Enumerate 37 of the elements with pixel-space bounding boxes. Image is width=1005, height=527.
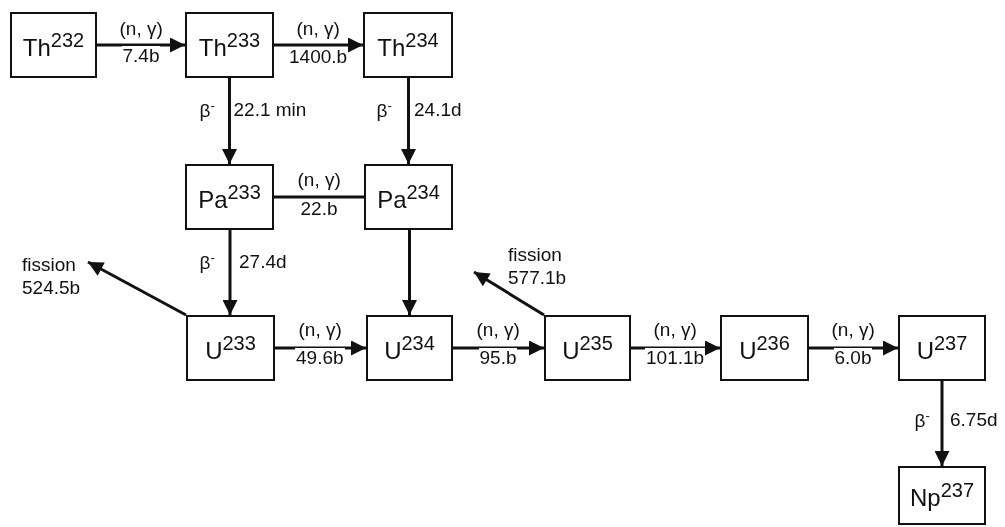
- nuclide-box: [185, 12, 274, 78]
- nuclide-symbol: U$^{236}$: [739, 331, 790, 365]
- arrow: [401, 78, 416, 164]
- nuclide-box: [10, 12, 97, 78]
- nuclide-symbol: U$^{233}$: [205, 331, 256, 365]
- arrow: [222, 78, 237, 164]
- arrow: [402, 230, 417, 315]
- nuclide-symbol: Pa$^{234}$: [377, 180, 440, 214]
- nuclide-box: [363, 12, 453, 78]
- nuclide-symbol: U$^{235}$: [562, 331, 613, 365]
- arrow: [87, 260, 187, 317]
- nuclide-symbol: Pa$^{233}$: [198, 180, 261, 214]
- nuclide-box: [186, 315, 275, 381]
- nuclide-box: [366, 315, 453, 381]
- arrow: [222, 230, 238, 315]
- nuclide-symbol: Np$^{237}$: [909, 479, 975, 512]
- arrow: [473, 270, 545, 317]
- reaction-label: fission 577.1b: [508, 244, 568, 290]
- nuclide-box: [898, 466, 986, 525]
- arrow: [809, 340, 898, 356]
- arrow: [97, 37, 185, 53]
- reaction-label: fission 524.5b: [22, 254, 82, 300]
- nuclide-box: [720, 315, 809, 381]
- arrow: [934, 381, 950, 466]
- nuclide-box: [364, 164, 453, 230]
- nuclide-symbol: Th$^{234}$: [377, 28, 439, 62]
- nuclide-box: [185, 164, 274, 230]
- nuclide-box: [898, 315, 986, 381]
- nuclide-symbol: U$^{237}$: [916, 331, 968, 365]
- nuclide-symbol: U$^{234}$: [384, 331, 435, 365]
- nuclide-symbol: Th$^{233}$: [198, 28, 261, 62]
- nuclide-symbol: Th$^{232}$: [22, 28, 85, 62]
- arrow: [274, 37, 363, 53]
- arrow: [275, 340, 366, 356]
- arrow: [631, 340, 720, 356]
- arrow: [453, 340, 544, 356]
- nuclide-box: [544, 315, 631, 381]
